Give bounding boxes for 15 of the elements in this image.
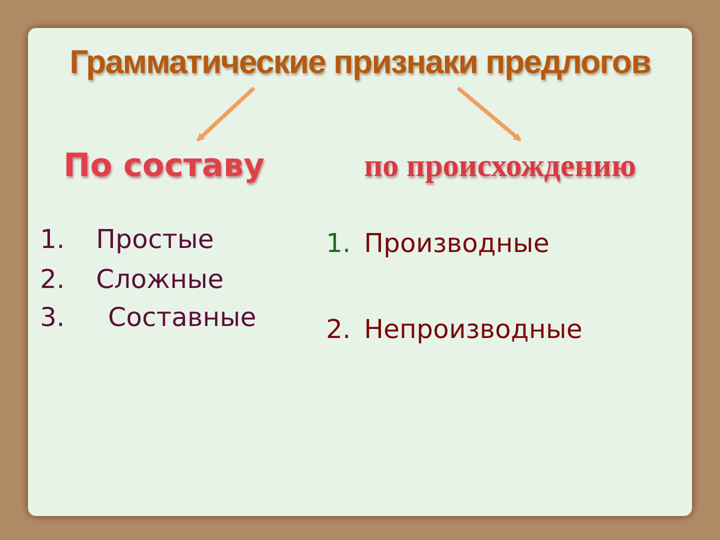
- arrow: [456, 86, 522, 142]
- list-number: 1.: [40, 224, 65, 256]
- category-heading: по происхождению: [364, 146, 636, 185]
- arrow: [196, 86, 256, 142]
- list-item-text: Сложные: [96, 264, 224, 296]
- list-number: 2.: [40, 264, 65, 296]
- list-number: 1.: [326, 228, 351, 260]
- list-item-text: Составные: [108, 302, 256, 334]
- list-number: 3.: [40, 302, 65, 334]
- list-item-text: Производные: [364, 228, 550, 260]
- list-item-text: Непроизводные: [364, 314, 582, 346]
- list-number: 2.: [326, 314, 351, 346]
- category-heading: По составу: [63, 145, 265, 186]
- list-item-text: Простые: [96, 224, 214, 256]
- heading-text: Грамматические признаки предлогов: [70, 42, 650, 82]
